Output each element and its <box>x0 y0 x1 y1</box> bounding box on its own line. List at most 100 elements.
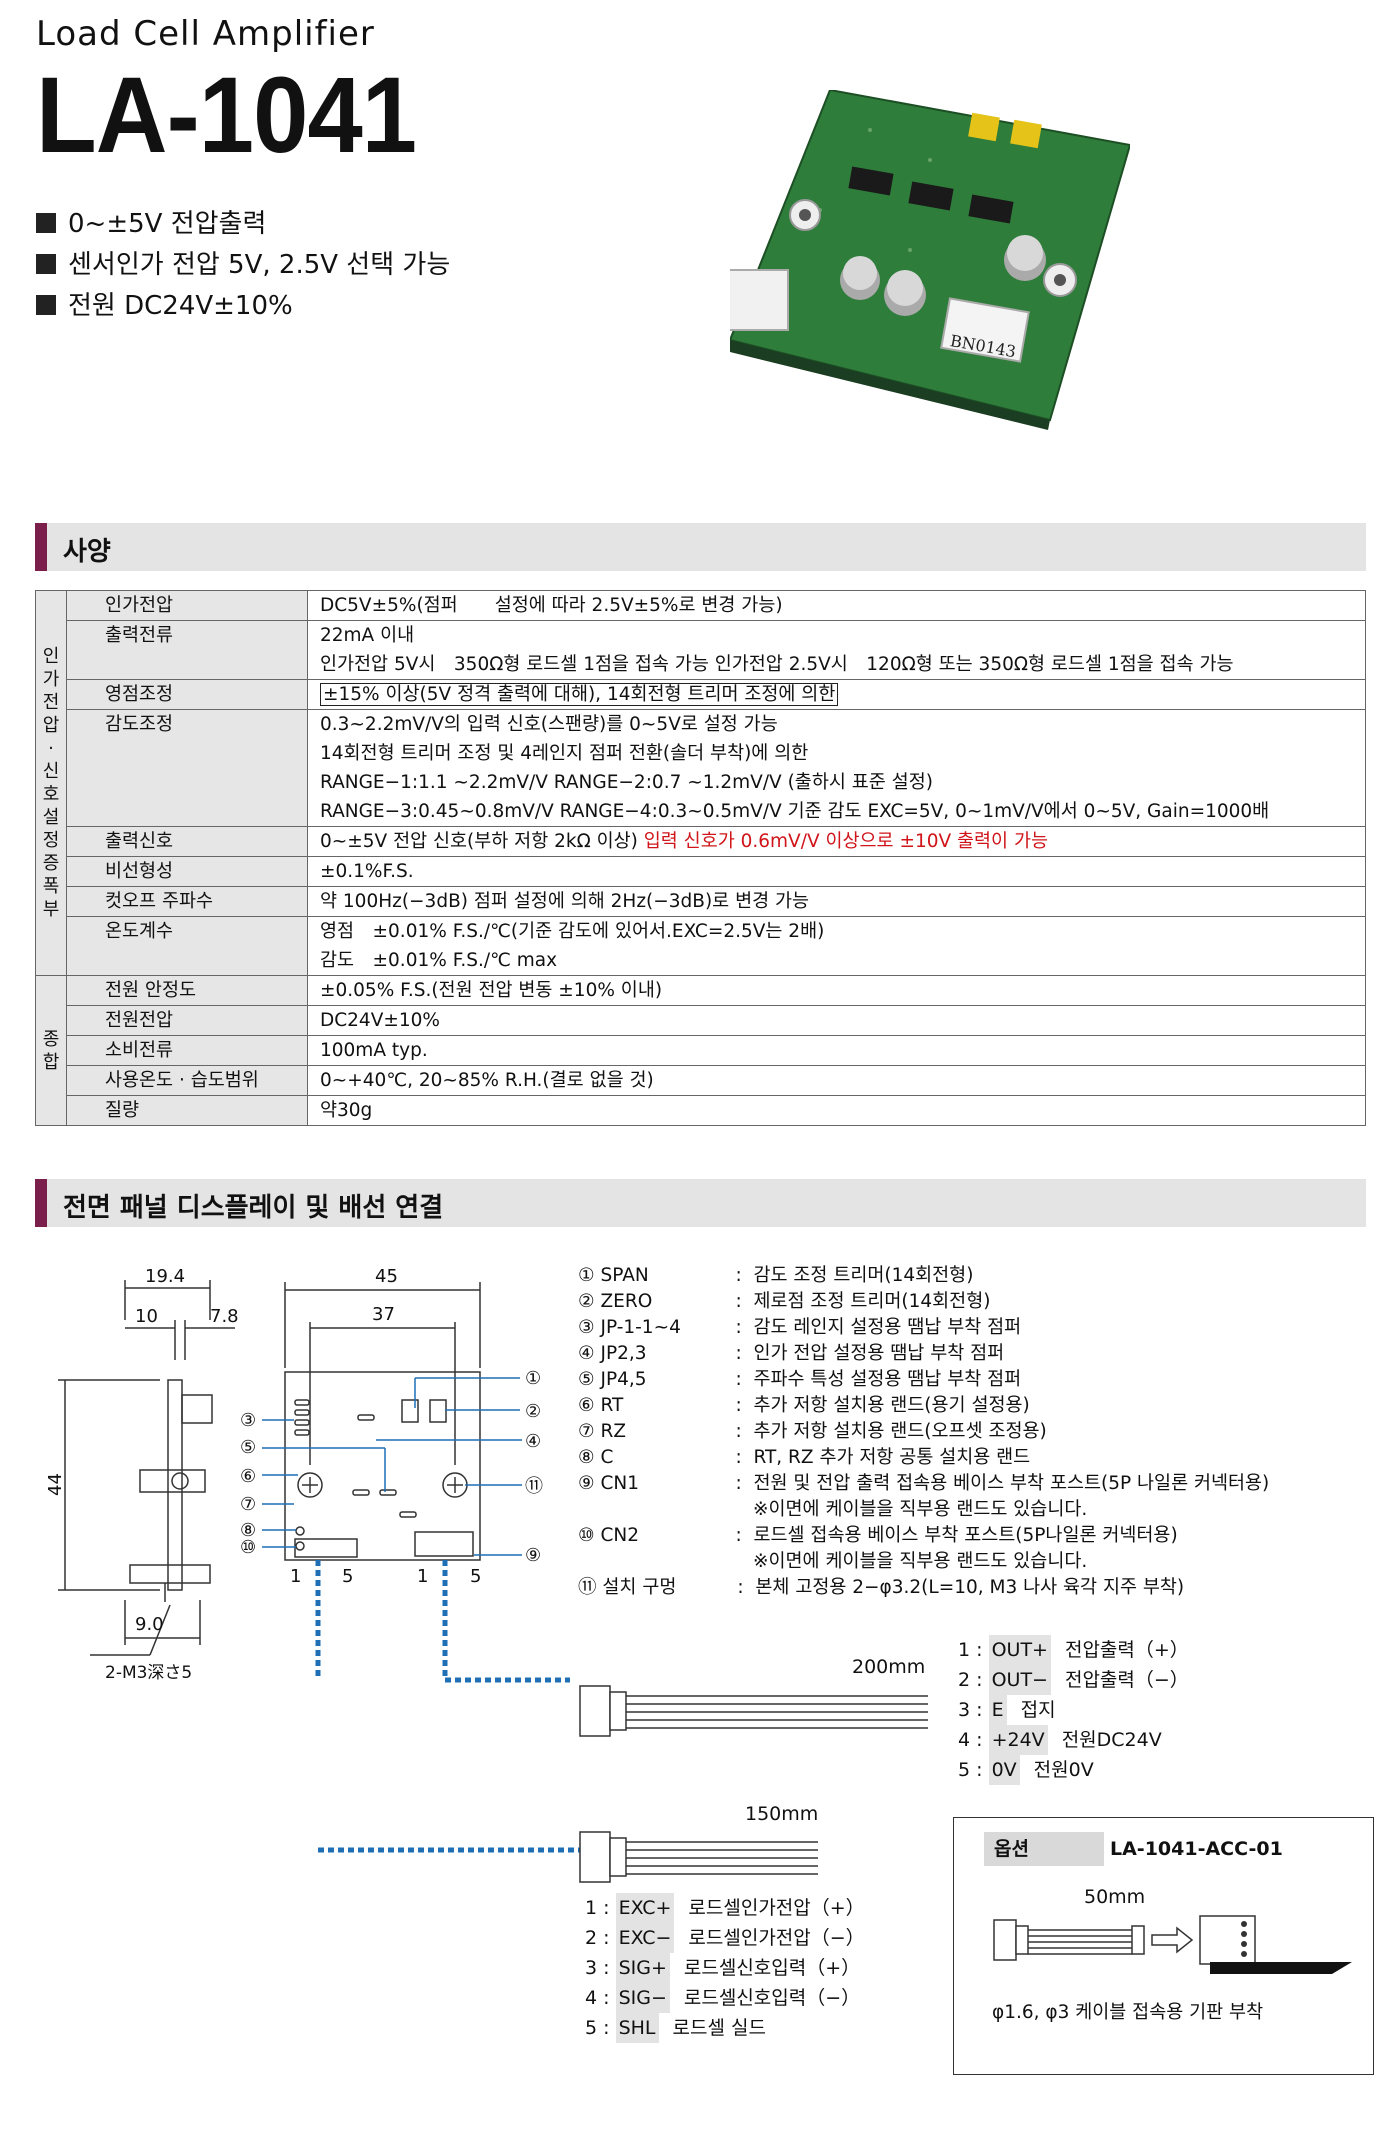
svg-text:44: 44 <box>45 1473 66 1496</box>
table-row: RANGE−3:0.45~0.8mV/V RANGE−4:0.3~0.5mV/V… <box>36 797 1366 827</box>
spec-value: ±15% 이상(5V 정격 출력에 대해), 14회전형 트리머 조정에 의한 <box>307 679 1366 710</box>
svg-text:2-M3深さ5: 2-M3深さ5 <box>105 1663 192 1680</box>
legend-item: ④ JP2,3:인가 전압 설정용 땜납 부착 점퍼 <box>578 1343 1005 1364</box>
legend-item: ⑦ RZ:추가 저항 설치용 랜드(오프셋 조정용) <box>578 1421 1047 1442</box>
spec-key: 영점조정 <box>66 679 308 710</box>
group-label-char: 증 <box>42 853 60 874</box>
table-row: 영점조정 ±15% 이상(5V 정격 출력에 대해), 14회전형 트리머 조정… <box>36 679 1366 710</box>
product-title: LA-1041 <box>36 54 417 175</box>
spec-key: 사용온도 · 습도범위 <box>66 1065 308 1096</box>
cable2-pin-list: 1 : EXC+로드셀인가전압（+） 2 : EXC−로드셀인가전압（−） 3 … <box>585 1893 865 2043</box>
group-label-char: 정 <box>42 830 60 851</box>
group-label-char: 호 <box>42 784 60 805</box>
group-label-char: 가 <box>42 669 60 690</box>
technical-drawing: 19.4 10 7.8 45 37 44 9.0 2-M3深さ5 ① ② ③ ④… <box>45 1266 543 1680</box>
legend-note: ※이면에 케이블을 직부용 랜드도 있습니다. <box>753 1551 1088 1572</box>
table-row: 감도조정 0.3~2.2mV/V의 입력 신호(스팬량)를 0~5V로 설정 가… <box>36 709 1366 827</box>
table-row: 감도 ±0.01% F.S./℃ max <box>36 946 1366 976</box>
list-item: 1 : OUT+전압출력（+） <box>958 1635 1189 1665</box>
spec-value: 100mA typ. <box>307 1035 1366 1066</box>
svg-text:1: 1 <box>290 1566 301 1587</box>
svg-text:⑪: ⑪ <box>525 1476 543 1497</box>
spec-value: ±0.05% F.S.(전원 전압 변동 ±10% 이내) <box>307 975 1366 1006</box>
legend-item: ⑨ CN1:전원 및 전압 출력 접속용 베이스 부착 포스트(5P 나일론 커… <box>578 1473 1270 1494</box>
table-row: 14회전형 트리머 조정 및 4레인지 점퍼 전환(솔더 부착)에 의한 <box>36 739 1366 768</box>
feature-list: 0~±5V 전압출력 센서인가 전압 5V, 2.5V 선택 가능 전원 DC2… <box>36 204 450 327</box>
option-box: 옵션 LA-1041-ACC-01 50mm φ1.6, φ3 케이블 접속용 … <box>953 1817 1374 2075</box>
svg-text:5: 5 <box>342 1566 353 1587</box>
svg-text:⑩: ⑩ <box>240 1537 256 1558</box>
table-row: 소비전류 100mA typ. <box>36 1035 1366 1066</box>
bullet-square-icon <box>36 295 56 315</box>
spec-value: 영점 ±0.01% F.S./℃(기준 감도에 있어서.EXC=2.5V는 2배… <box>307 916 1366 946</box>
product-photo: BN0143 <box>730 90 1130 430</box>
option-caption: φ1.6, φ3 케이블 접속용 기판 부착 <box>992 2002 1264 2023</box>
spec-key: 온도계수 <box>66 916 308 976</box>
legend-item: ① SPAN:감도 조정 트리머(14회전형) <box>578 1265 974 1286</box>
cable2-illustration <box>579 1831 818 1883</box>
product-subtitle: Load Cell Amplifier <box>36 14 375 54</box>
svg-text:10: 10 <box>135 1306 158 1327</box>
legend-item: ⑥ RT:추가 저항 설치용 랜드(용기 설정용) <box>578 1395 1030 1416</box>
legend-item: ⑩ CN2:로드셀 접속용 베이스 부착 포스트(5P나일론 커넥터용) <box>578 1525 1178 1546</box>
table-row: 비선형성 ±0.1%F.S. <box>36 856 1366 887</box>
spec-key: 전원 안정도 <box>66 975 308 1006</box>
svg-text:⑥: ⑥ <box>240 1466 256 1487</box>
feature-item: 센서인가 전압 5V, 2.5V 선택 가능 <box>36 245 450 286</box>
table-row: 온도계수 영점 ±0.01% F.S./℃(기준 감도에 있어서.EXC=2.5… <box>36 916 1366 976</box>
panel-section-title: 전면 패널 디스플레이 및 배선 연결 <box>63 1193 444 1223</box>
legend-item: ⑤ JP4,5:주파수 특성 설정용 땜납 부착 점퍼 <box>578 1369 1022 1390</box>
group-label-char: 신 <box>42 761 60 782</box>
svg-text:45: 45 <box>375 1266 398 1287</box>
bullet-square-icon <box>36 213 56 233</box>
table-row: 출력신호 0~±5V 전압 신호(부하 저항 2kΩ 이상) 입력 신호가 0.… <box>36 826 1366 857</box>
option-length: 50mm <box>1084 1886 1146 1908</box>
svg-text:7.8: 7.8 <box>210 1306 239 1327</box>
spec-value: DC24V±10% <box>307 1005 1366 1036</box>
spec-value: 약 100Hz(−3dB) 점퍼 설정에 의해 2Hz(−3dB)로 변경 가능 <box>307 886 1366 917</box>
legend-item: ⑧ C:RT, RZ 추가 저항 공통 설치용 랜드 <box>578 1447 1031 1468</box>
svg-text:19.4: 19.4 <box>145 1266 185 1287</box>
group-label-char: 부 <box>42 899 60 920</box>
svg-text:1: 1 <box>417 1566 428 1587</box>
group-label-char: 종 <box>42 1028 60 1050</box>
spec-value: ±0.1%F.S. <box>307 856 1366 887</box>
legend-item: ③ JP-1-1~4:감도 레인지 설정용 땜납 부착 점퍼 <box>578 1317 1022 1338</box>
svg-text:⑨: ⑨ <box>525 1545 541 1566</box>
component-legend: ① SPAN:감도 조정 트리머(14회전형) ② ZERO:제로점 조정 트리… <box>578 1263 1269 1601</box>
group-label-char: 설 <box>42 807 60 828</box>
warning-text: 입력 신호가 0.6mV/V 이상으로 ±10V 출력이 가능 <box>643 831 1048 852</box>
connection-lines <box>318 1677 580 1853</box>
spec-value: RANGE−3:0.45~0.8mV/V RANGE−4:0.3~0.5mV/V… <box>307 797 1366 827</box>
svg-text:⑦: ⑦ <box>240 1494 256 1515</box>
spec-section-header: 사양 <box>35 523 1366 571</box>
spec-value: 14회전형 트리머 조정 및 4레인지 점퍼 전환(솔더 부착)에 의한 <box>307 739 1366 768</box>
table-row: 출력전류 22mA 이내 <box>36 620 1366 680</box>
cable2-length: 150mm <box>745 1803 819 1825</box>
section-accent <box>35 1179 47 1227</box>
list-item: 2 : EXC−로드셀인가전압（−） <box>585 1923 865 1953</box>
list-item: 4 : SIG−로드셀신호입력（−） <box>585 1983 865 2013</box>
spec-key: 비선형성 <box>66 856 308 887</box>
spec-key: 출력신호 <box>66 826 308 857</box>
cable1-illustration <box>579 1685 928 1737</box>
option-label: 옵션 <box>984 1832 1104 1866</box>
table-row: 컷오프 주파수 약 100Hz(−3dB) 점퍼 설정에 의해 2Hz(−3dB… <box>36 886 1366 917</box>
svg-text:⑧: ⑧ <box>240 1520 256 1541</box>
svg-text:④: ④ <box>525 1431 541 1452</box>
table-row: 전원전압 DC24V±10% <box>36 1005 1366 1036</box>
svg-text:③: ③ <box>240 1410 256 1431</box>
spec-key: 전원전압 <box>66 1005 308 1036</box>
spec-key: 컷오프 주파수 <box>66 886 308 917</box>
spec-value: 감도 ±0.01% F.S./℃ max <box>307 946 1366 976</box>
spec-key: 소비전류 <box>66 1035 308 1066</box>
spec-value: 0~+40℃, 20~85% R.H.(결로 없을 것) <box>307 1065 1366 1096</box>
